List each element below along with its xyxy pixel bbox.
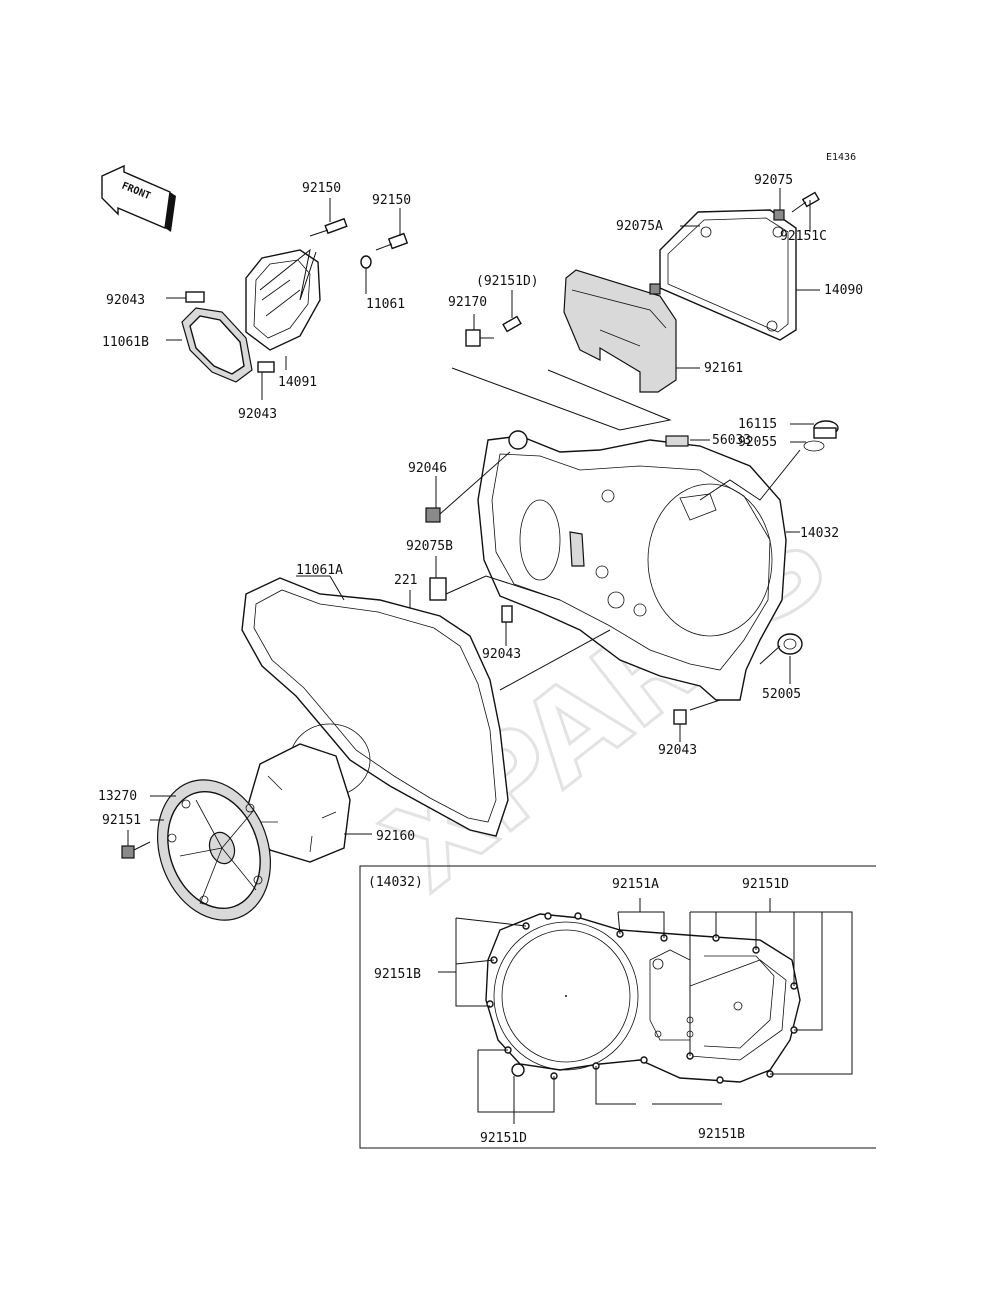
label-14032: 14032 (800, 526, 839, 541)
label-92075B: 92075B (406, 539, 453, 554)
dowel-92043-low (673, 709, 687, 725)
label-11061B: 11061B (102, 335, 149, 350)
label-56033 (665, 435, 689, 447)
part-14091-cover (245, 249, 321, 351)
label-56033: 56033 (712, 433, 751, 448)
inset-title: (14032) (368, 875, 423, 890)
o-ring-92055 (803, 440, 825, 452)
diagram-code: E1436 (826, 152, 856, 163)
label-92075A: 92075A (616, 219, 663, 234)
label-14091: 14091 (278, 375, 317, 390)
cover-14090 (659, 209, 797, 341)
inset-box: (14032) (359, 865, 876, 1149)
nut-92075A (649, 283, 661, 295)
label-92043-top: 92043 (106, 293, 145, 308)
label-16115: 16115 (738, 417, 777, 432)
inset-label-92151D-top: 92151D (742, 877, 789, 892)
label-92075: 92075 (754, 173, 793, 188)
cap-92046 (425, 507, 441, 523)
label-92043-bottom: 92043 (238, 407, 277, 422)
label-11061: 11061 (366, 297, 405, 312)
clamp-92170 (465, 329, 494, 347)
label-92150-b: 92150 (372, 193, 411, 208)
dowel-92043-mid (501, 605, 513, 623)
label-92043-low: 92043 (658, 743, 697, 758)
plug-16115 (813, 420, 839, 439)
bracket-92075B (429, 577, 447, 601)
dowel-92043-bottom (257, 361, 275, 373)
bolt-92150-b (375, 232, 409, 251)
washer-11061 (360, 255, 372, 269)
label-11061A: 11061A (296, 563, 343, 578)
label-92151: 92151 (102, 813, 141, 828)
label-13270: 13270 (98, 789, 137, 804)
inset-label-92151B-bottom: 92151B (698, 1127, 745, 1142)
gasket-11061B (181, 307, 253, 383)
inset-label-92151A: 92151A (612, 877, 659, 892)
label-52005: 52005 (762, 687, 801, 702)
label-92170: 92170 (448, 295, 487, 310)
label-92151D-paren: (92151D) (476, 274, 539, 289)
main-cover-14032 (477, 430, 787, 701)
label-92160: 92160 (376, 829, 415, 844)
inset-label-92151D-bottom: 92151D (480, 1131, 527, 1146)
label-221: 221 (394, 573, 417, 588)
label-14090: 14090 (824, 283, 863, 298)
bolt-92151C (791, 191, 820, 213)
bolt-92150-a (309, 217, 348, 237)
inset-cover-14032 (485, 912, 801, 1084)
seal-52005 (777, 633, 803, 655)
bolt-92151D (502, 315, 522, 333)
dowel-92043-top (185, 291, 205, 303)
cover-13270 (156, 779, 272, 921)
bolt-92151 (121, 841, 151, 859)
insulator-92161 (563, 269, 677, 393)
label-92151C: 92151C (780, 229, 827, 244)
label-92043-mid: 92043 (482, 647, 521, 662)
label-92150-a: 92150 (302, 181, 341, 196)
nut-92075 (773, 209, 785, 221)
label-92055: 92055 (738, 435, 777, 450)
label-92161: 92161 (704, 361, 743, 376)
label-92046: 92046 (408, 461, 447, 476)
front-arrow-icon: FRONT (101, 164, 176, 232)
inset-label-92151B-left: 92151B (374, 967, 421, 982)
